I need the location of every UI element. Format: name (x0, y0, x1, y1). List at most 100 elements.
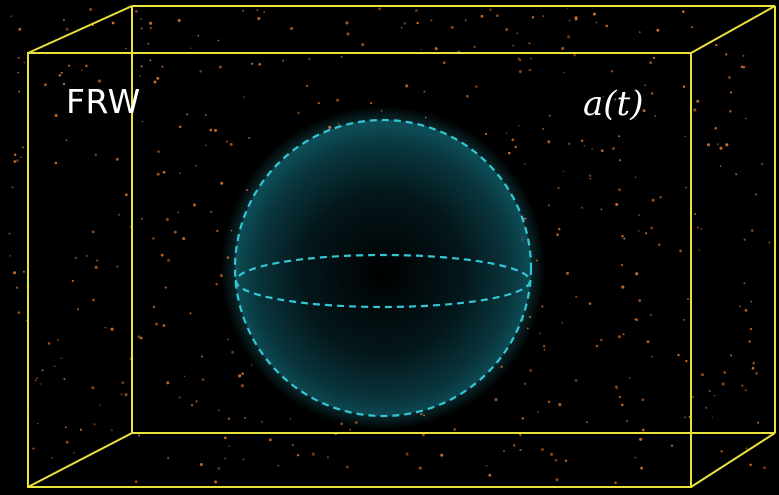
galaxy-dot (406, 453, 409, 456)
galaxy-dot (138, 435, 140, 437)
galaxy-dot (741, 66, 744, 69)
galaxy-dot (549, 115, 551, 117)
galaxy-dot (697, 226, 699, 228)
galaxy-dot (37, 423, 38, 424)
galaxy-dot (55, 114, 58, 117)
galaxy-dot (121, 381, 124, 384)
galaxy-dot (177, 212, 179, 214)
galaxy-dot (503, 450, 505, 452)
galaxy-dot (707, 143, 710, 146)
galaxy-dot (647, 340, 650, 343)
galaxy-dot (423, 91, 425, 93)
galaxy-dot (16, 159, 19, 162)
galaxy-dot (198, 35, 200, 37)
galaxy-dot (415, 9, 418, 12)
galaxy-dot (573, 54, 575, 56)
galaxy-dot (635, 176, 636, 177)
galaxy-dot (241, 372, 244, 375)
galaxy-dot (205, 145, 207, 147)
galaxy-dot (224, 437, 227, 440)
galaxy-dot (257, 17, 260, 20)
galaxy-dot (569, 19, 571, 21)
galaxy-dot (671, 444, 674, 447)
galaxy-dot (166, 381, 169, 384)
galaxy-dot (191, 404, 193, 406)
galaxy-dot (684, 417, 685, 418)
galaxy-dot (184, 376, 185, 377)
galaxy-dot (23, 271, 25, 273)
galaxy-dot (202, 378, 205, 381)
galaxy-dot (522, 417, 524, 419)
galaxy-dot (205, 114, 207, 116)
galaxy-dot (563, 171, 565, 173)
galaxy-dot (465, 19, 467, 21)
galaxy-dot (682, 10, 685, 13)
galaxy-dot (621, 264, 623, 266)
galaxy-dot (404, 22, 406, 24)
galaxy-dot (629, 377, 631, 379)
galaxy-dot (91, 386, 94, 389)
galaxy-dot (163, 324, 166, 327)
galaxy-dot (32, 448, 34, 450)
box-top-left-connector (28, 6, 132, 53)
galaxy-dot (92, 231, 95, 234)
galaxy-dot (251, 364, 253, 366)
galaxy-dot (163, 171, 166, 174)
galaxy-dot (749, 340, 751, 342)
galaxy-dot (619, 159, 621, 161)
galaxy-dot (618, 135, 620, 137)
galaxy-dot (652, 199, 655, 202)
galaxy-dot (696, 100, 699, 103)
galaxy-dot (297, 454, 299, 456)
galaxy-dot (182, 237, 185, 240)
galaxy-dot (224, 458, 226, 460)
galaxy-dot (705, 407, 707, 409)
galaxy-dot (651, 356, 653, 358)
galaxy-dot (440, 454, 443, 457)
galaxy-dot (174, 231, 177, 234)
galaxy-dot (735, 173, 737, 175)
galaxy-dot (650, 314, 652, 316)
galaxy-dot (638, 299, 641, 302)
galaxy-dot (601, 149, 604, 152)
scale-factor-label: a(t) (583, 84, 643, 124)
galaxy-dot (615, 386, 618, 389)
galaxy-dot (761, 163, 763, 165)
galaxy-dot (728, 76, 730, 78)
galaxy-dot (93, 423, 95, 425)
galaxy-dot (157, 173, 160, 176)
galaxy-dot (750, 328, 752, 330)
galaxy-dot (651, 92, 653, 94)
galaxy-dot (575, 379, 578, 382)
galaxy-dot (605, 25, 608, 28)
galaxy-dot (135, 480, 138, 483)
galaxy-dot (641, 398, 644, 401)
galaxy-dot (639, 31, 641, 33)
galaxy-dot (54, 366, 56, 368)
galaxy-dot (116, 266, 118, 268)
galaxy-dot (153, 80, 156, 83)
galaxy-dot (601, 209, 602, 210)
galaxy-dot (96, 259, 98, 261)
galaxy-dot (623, 237, 625, 239)
galaxy-dot (752, 367, 755, 370)
galaxy-dot (72, 280, 74, 282)
model-label: FRW (66, 82, 141, 121)
galaxy-dot (430, 19, 432, 21)
galaxy-dot (251, 63, 253, 65)
galaxy-dot (195, 165, 197, 167)
galaxy-dot (147, 43, 149, 45)
galaxy-dot (691, 26, 693, 28)
galaxy-dot (589, 302, 592, 305)
galaxy-dot (619, 396, 621, 398)
galaxy-dot (508, 152, 511, 155)
galaxy-dot (228, 445, 230, 447)
galaxy-dot (149, 22, 152, 25)
galaxy-dot (701, 228, 702, 229)
galaxy-dot (656, 29, 659, 32)
galaxy-dot (720, 450, 723, 453)
galaxy-dot (248, 137, 250, 139)
galaxy-dot (257, 9, 259, 11)
